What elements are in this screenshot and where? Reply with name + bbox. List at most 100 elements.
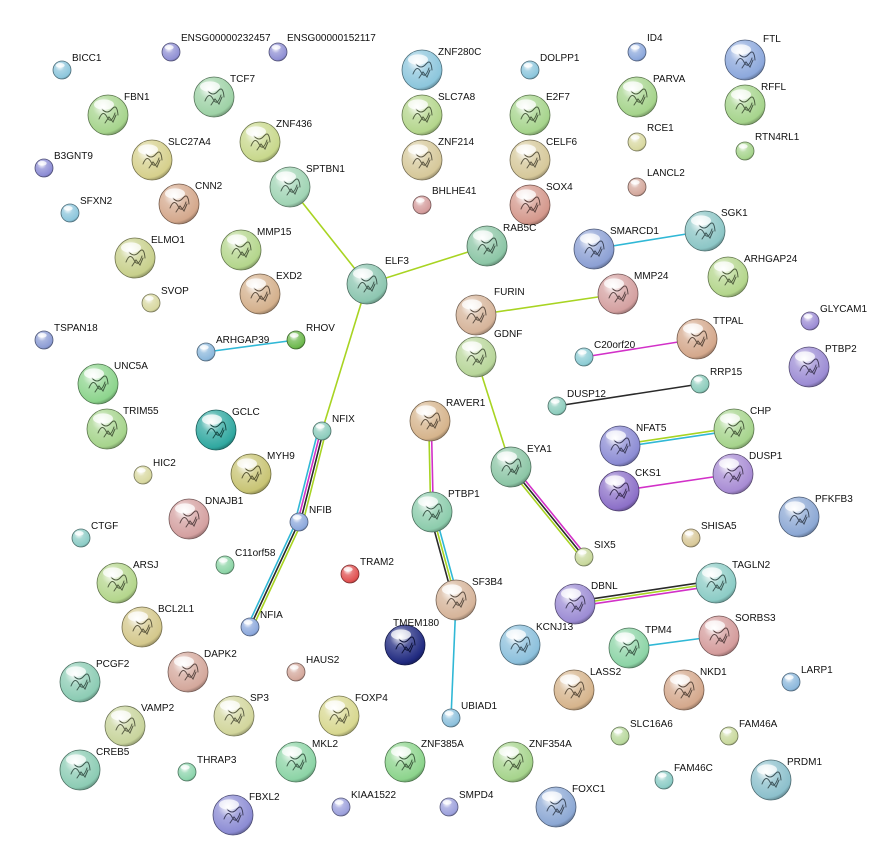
node-mmp15[interactable]: MMP15 (220, 227, 292, 271)
node-e2f7[interactable]: E2F7 (509, 92, 570, 136)
node-raver1[interactable]: RAVER1 (409, 398, 486, 442)
edge-nfix-nfib[interactable] (294, 429, 327, 524)
node-haus2[interactable]: HAUS2 (286, 655, 340, 682)
node-celf6[interactable]: CELF6 (509, 137, 578, 181)
node-pfkfb3[interactable]: PFKFB3 (778, 494, 853, 538)
node-ubiad1[interactable]: UBIAD1 (441, 701, 498, 728)
node-hic2[interactable]: HIC2 (133, 458, 176, 485)
node-nfat5[interactable]: NFAT5 (599, 423, 667, 467)
node-arsj[interactable]: ARSJ (96, 560, 159, 604)
node-rrp15[interactable]: RRP15 (690, 367, 743, 394)
node-ensg00000232457[interactable]: ENSG00000232457 (161, 33, 271, 62)
node-dusp1[interactable]: DUSP1 (712, 451, 783, 495)
node-svop[interactable]: SVOP (141, 286, 189, 313)
node-rtn4rl1[interactable]: RTN4RL1 (735, 132, 800, 161)
node-rab5c[interactable]: RAB5C (466, 223, 536, 267)
node-eya1[interactable]: EYA1 (490, 444, 552, 488)
node-arhgap24[interactable]: ARHGAP24 (707, 254, 798, 298)
node-smpd4[interactable]: SMPD4 (439, 790, 494, 817)
node-rce1[interactable]: RCE1 (627, 123, 674, 152)
node-ptbp2[interactable]: PTBP2 (788, 344, 857, 388)
node-smarcd1[interactable]: SMARCD1 (573, 226, 659, 270)
node-nfix[interactable]: NFIX (312, 414, 355, 441)
edge-dusp12-rrp15[interactable] (556, 383, 701, 407)
node-tcf7[interactable]: TCF7 (193, 74, 255, 118)
node-ftl[interactable]: FTL (724, 34, 781, 81)
node-dusp12[interactable]: DUSP12 (547, 389, 606, 416)
node-slc27a4[interactable]: SLC27A4 (131, 137, 211, 181)
node-sfxn2[interactable]: SFXN2 (60, 196, 113, 223)
node-fbxl2[interactable]: FBXL2 (212, 792, 280, 836)
edge-nfib-nfia[interactable] (246, 520, 303, 629)
node-thrap3[interactable]: THRAP3 (177, 755, 237, 782)
node-fbn1[interactable]: FBN1 (87, 92, 150, 136)
node-creb5[interactable]: CREB5 (59, 747, 130, 791)
node-ptbp1[interactable]: PTBP1 (411, 489, 480, 533)
node-ensg00000152117[interactable]: ENSG00000152117 (268, 33, 376, 62)
node-gdnf[interactable]: GDNF (455, 329, 522, 378)
node-parva[interactable]: PARVA (616, 74, 686, 118)
node-mkl2[interactable]: MKL2 (275, 739, 339, 783)
node-chp[interactable]: CHP (713, 406, 771, 450)
node-exd2[interactable]: EXD2 (239, 271, 303, 315)
node-foxp4[interactable]: FOXP4 (318, 693, 388, 737)
node-c11orf58[interactable]: C11orf58 (215, 548, 276, 575)
node-bicc1[interactable]: BICC1 (52, 53, 102, 80)
node-six5[interactable]: SIX5 (574, 540, 616, 567)
node-dolpp1[interactable]: DOLPP1 (520, 53, 580, 80)
node-rffl[interactable]: RFFL (724, 82, 786, 126)
node-bhlhe41[interactable]: BHLHE41 (412, 186, 477, 215)
node-slc7a8[interactable]: SLC7A8 (401, 92, 476, 136)
node-larp1[interactable]: LARP1 (781, 665, 833, 692)
node-sgk1[interactable]: SGK1 (684, 208, 748, 252)
node-dapk2[interactable]: DAPK2 (167, 649, 237, 693)
node-sptbn1[interactable]: SPTBN1 (269, 164, 345, 208)
node-tpm4[interactable]: TPM4 (608, 625, 672, 669)
node-znf354a[interactable]: ZNF354A (492, 739, 572, 783)
node-tmem180[interactable]: TMEM180 (384, 618, 440, 666)
node-znf280c[interactable]: ZNF280C (401, 47, 481, 91)
node-sp3[interactable]: SP3 (213, 693, 269, 737)
node-foxc1[interactable]: FOXC1 (535, 784, 606, 828)
node-fam46c[interactable]: FAM46C (654, 763, 713, 790)
edge-dbnl-tagln2[interactable] (574, 579, 717, 608)
node-prdm1[interactable]: PRDM1 (750, 757, 822, 801)
node-unc5a[interactable]: UNC5A (77, 361, 148, 405)
node-lancl2[interactable]: LANCL2 (627, 168, 685, 197)
node-mmp24[interactable]: MMP24 (597, 271, 669, 315)
node-tram2[interactable]: TRAM2 (340, 557, 394, 584)
node-sorbs3[interactable]: SORBS3 (698, 613, 776, 657)
node-znf385a[interactable]: ZNF385A (384, 739, 464, 783)
node-b3gnt9[interactable]: B3GNT9 (34, 151, 93, 178)
node-dnajb1[interactable]: DNAJB1 (168, 496, 244, 540)
node-znf436[interactable]: ZNF436 (239, 119, 313, 163)
node-glycam1[interactable]: GLYCAM1 (800, 304, 867, 331)
node-elmo1[interactable]: ELMO1 (114, 235, 185, 279)
node-gclc[interactable]: GCLC (195, 407, 260, 451)
node-nfib[interactable]: NFIB (289, 505, 332, 532)
node-elf3[interactable]: ELF3 (346, 256, 409, 305)
node-dbnl[interactable]: DBNL (554, 581, 618, 625)
node-cnn2[interactable]: CNN2 (158, 181, 223, 225)
node-bcl2l1[interactable]: BCL2L1 (121, 604, 195, 648)
node-id4[interactable]: ID4 (627, 33, 663, 62)
edge-furin-mmp24[interactable] (475, 293, 619, 316)
node-fam46a[interactable]: FAM46A (719, 719, 778, 746)
node-c20orf20[interactable]: C20orf20 (574, 340, 636, 367)
node-vamp2[interactable]: VAMP2 (104, 703, 175, 747)
node-ctgf[interactable]: CTGF (71, 521, 118, 548)
node-myh9[interactable]: MYH9 (230, 451, 295, 495)
node-cks1[interactable]: CKS1 (598, 468, 662, 512)
edge-arhgap39-rhov[interactable] (205, 339, 297, 353)
node-arhgap39[interactable]: ARHGAP39 (196, 335, 270, 362)
node-furin[interactable]: FURIN (455, 287, 525, 336)
node-trim55[interactable]: TRIM55 (86, 406, 159, 450)
node-nkd1[interactable]: NKD1 (663, 667, 727, 711)
node-shisa5[interactable]: SHISA5 (681, 521, 737, 548)
edge-elf3-nfix[interactable] (321, 283, 368, 432)
node-nfia[interactable]: NFIA (240, 610, 283, 637)
node-sox4[interactable]: SOX4 (509, 182, 573, 226)
node-tagln2[interactable]: TAGLN2 (695, 560, 771, 604)
node-rhov[interactable]: RHOV (286, 323, 335, 350)
node-kcnj13[interactable]: KCNJ13 (499, 622, 574, 666)
